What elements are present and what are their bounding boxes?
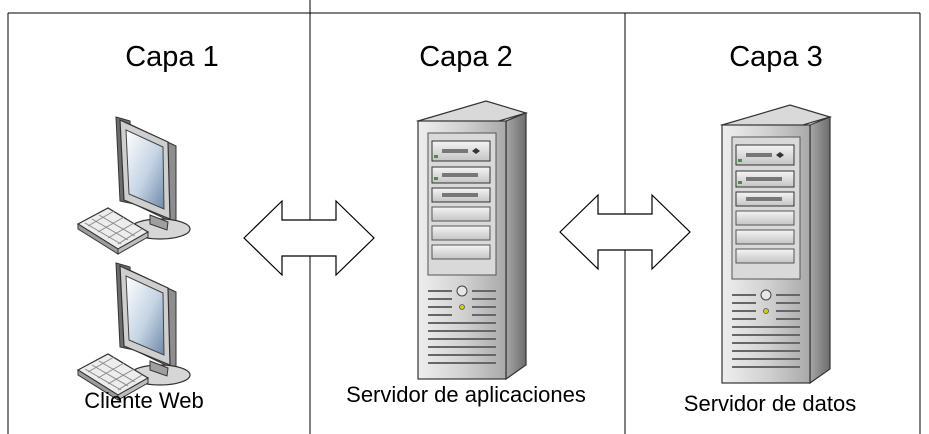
tier-1-caption: Cliente Web [84, 388, 203, 413]
tier-1-title: Capa 1 [125, 41, 219, 73]
tower-server-icon [417, 100, 527, 380]
tier-2-title: Capa 2 [419, 41, 513, 73]
desktop-computer-icon [77, 116, 191, 255]
double-arrow-icon [243, 200, 375, 276]
desktop-computer-icon [77, 262, 191, 401]
tier-3-title: Capa 3 [729, 41, 823, 73]
tower-server-icon [721, 104, 831, 384]
tier-3-caption: Servidor de datos [684, 391, 856, 416]
tier-2-caption: Servidor de aplicaciones [346, 382, 586, 407]
